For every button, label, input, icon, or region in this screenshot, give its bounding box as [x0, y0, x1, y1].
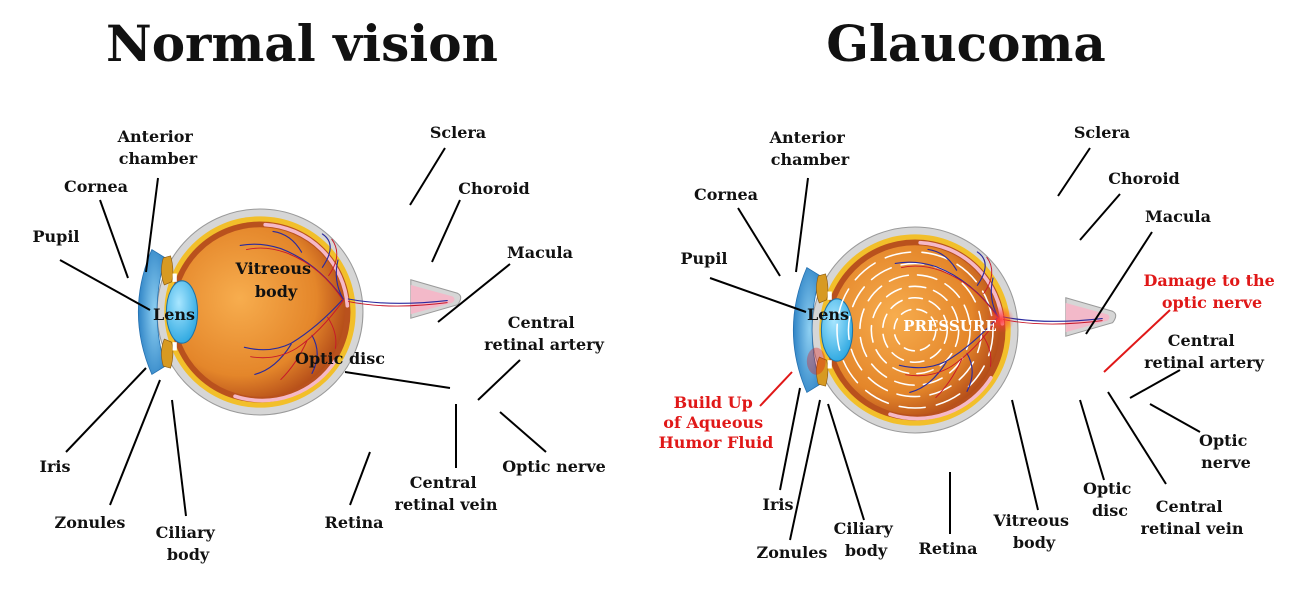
normal-label-optic-disc: Optic disc: [295, 349, 385, 368]
glaucoma-label-build-up: Build Up of Aqueous Humor Fluid: [659, 393, 774, 452]
glaucoma-labels: Anterior chamber Cornea Pupil Lens PRESS…: [659, 123, 1281, 562]
normal-label-zonules: Zonules: [55, 513, 126, 532]
glaucoma-title: Glaucoma: [826, 14, 1106, 73]
normal-label-anterior-chamber: Anterior chamber: [117, 127, 199, 168]
glaucoma-label-central-retinal-vein: Central retinal vein: [1141, 497, 1244, 538]
glaucoma-label-retina: Retina: [919, 539, 978, 558]
glaucoma-label-iris: Iris: [763, 495, 794, 514]
glaucoma-eye: [791, 225, 1118, 435]
glaucoma-label-optic-disc: Optic disc: [1083, 479, 1137, 520]
glaucoma-label-zonules: Zonules: [757, 543, 828, 562]
normal-label-choroid: Choroid: [458, 179, 529, 198]
normal-label-macula: Macula: [507, 243, 573, 262]
glaucoma-label-sclera: Sclera: [1074, 123, 1130, 142]
normal-label-central-retinal-artery: Central retinal artery: [484, 313, 605, 354]
normal-label-cornea: Cornea: [64, 177, 128, 196]
glaucoma-label-choroid: Choroid: [1108, 169, 1179, 188]
normal-label-pupil: Pupil: [32, 227, 79, 246]
glaucoma-label-cornea: Cornea: [694, 185, 758, 204]
glaucoma-leader-lines: [709, 147, 1201, 541]
normal-label-central-retinal-vein: Central retinal vein: [395, 473, 498, 514]
glaucoma-label-pressure: PRESSURE: [903, 317, 997, 335]
glaucoma-label-damage: Damage to the optic nerve: [1144, 271, 1281, 312]
normal-vision-title: Normal vision: [106, 14, 498, 73]
glaucoma-label-anterior-chamber: Anterior chamber: [769, 128, 851, 169]
glaucoma-label-vitreous-body: Vitreous body: [992, 511, 1074, 552]
aqueous-buildup-spot: [806, 347, 826, 375]
normal-label-sclera: Sclera: [430, 123, 486, 142]
normal-label-retina: Retina: [325, 513, 384, 532]
normal-leader-lines: [59, 147, 547, 517]
normal-label-optic-nerve: Optic nerve: [502, 457, 606, 476]
nerve-damage-spot: [987, 306, 1015, 334]
normal-label-lens: Lens: [153, 305, 195, 324]
normal-label-iris: Iris: [40, 457, 71, 476]
glaucoma-label-central-retinal-artery: Central retinal artery: [1144, 331, 1265, 372]
glaucoma-label-macula: Macula: [1145, 207, 1211, 226]
normal-label-ciliary-body: Ciliary body: [156, 523, 221, 564]
glaucoma-label-optic-nerve: Optic nerve: [1199, 431, 1253, 472]
normal-label-vitreous-body: Vitreous body: [234, 259, 316, 301]
glaucoma-label-pupil: Pupil: [680, 249, 727, 268]
normal-labels: Anterior chamber Cornea Pupil Lens Iris …: [32, 123, 605, 564]
glaucoma-label-ciliary-body: Ciliary body: [834, 519, 899, 560]
glaucoma-label-lens: Lens: [807, 305, 849, 324]
